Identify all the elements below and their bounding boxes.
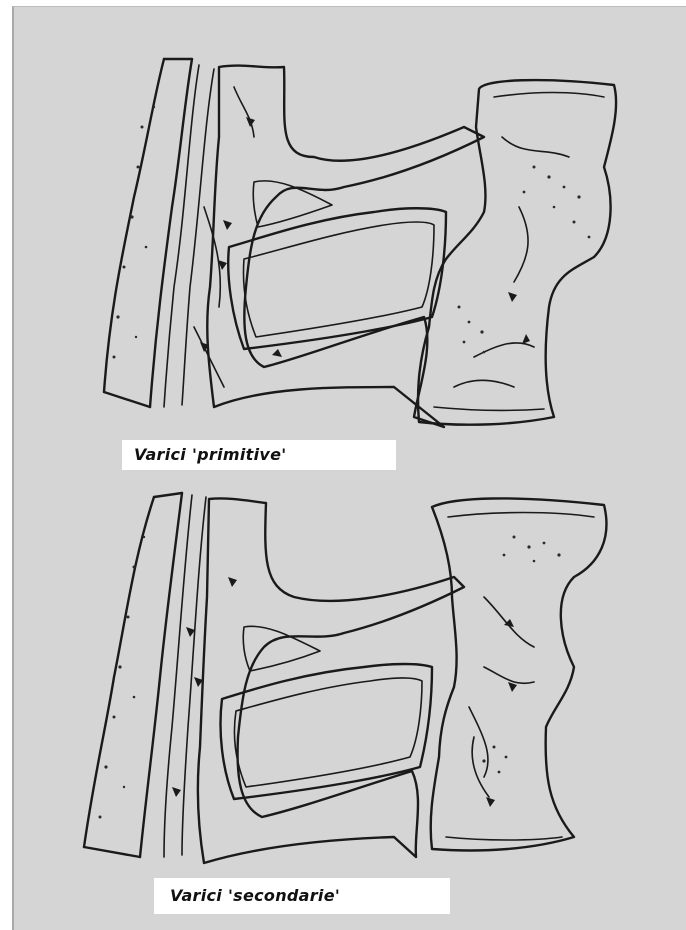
secondary-varices-drawing — [14, 477, 686, 907]
primitive-varices-drawing — [14, 7, 686, 437]
perforator-loop-outer — [228, 208, 446, 349]
perforator-loop-inner — [244, 222, 435, 337]
right-chamber — [418, 80, 616, 425]
caption-secondary: Varici 'secondarie' — [154, 878, 450, 914]
caption-primitive: Varici 'primitive' — [122, 440, 396, 470]
diagram-page: Varici 'primitive' — [12, 6, 686, 930]
